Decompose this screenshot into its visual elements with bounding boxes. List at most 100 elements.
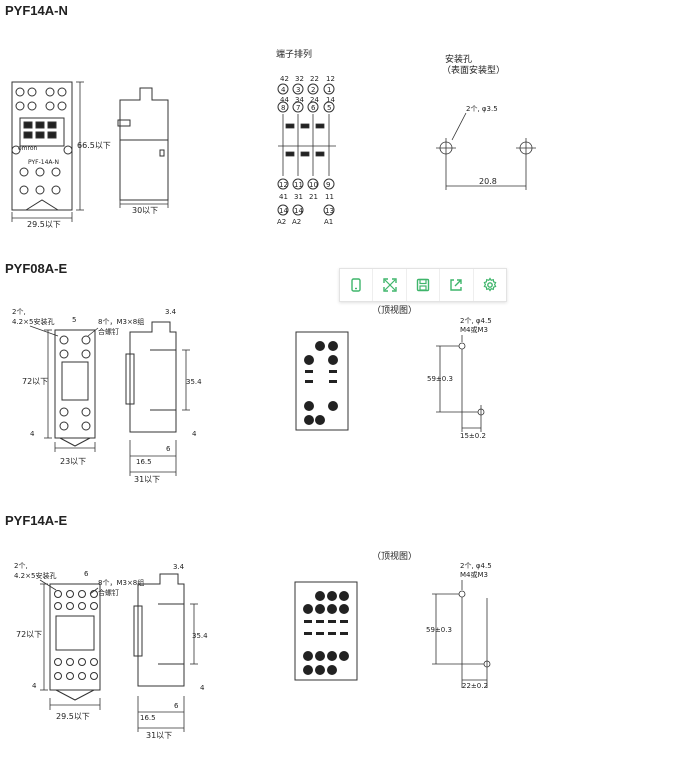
depth-dim-label: 30以下 (132, 206, 158, 215)
expand-icon-button[interactable] (373, 269, 407, 301)
svg-text:31: 31 (294, 193, 303, 201)
mount-hole-label2: M4或M3 (460, 570, 488, 579)
svg-text:1: 1 (342, 593, 346, 600)
svg-text:10: 10 (329, 653, 337, 660)
mount-hole-label1: 2个, φ4.5 (460, 562, 492, 570)
depth-dim-label: 31以下 (134, 475, 160, 484)
svg-text:6: 6 (330, 606, 334, 613)
dim-4a: 4 (30, 430, 35, 438)
floating-toolbar (339, 268, 507, 302)
svg-text:2: 2 (311, 86, 315, 94)
svg-text:11: 11 (317, 653, 325, 660)
dim-5: 5 (72, 316, 76, 324)
hole-note-line1: 2个, (12, 308, 26, 316)
svg-text:5: 5 (331, 357, 335, 364)
svg-text:11: 11 (294, 181, 303, 189)
mount-width-label: 15±0.2 (460, 432, 486, 440)
svg-text:1: 1 (327, 86, 331, 94)
depth-dim-label: 31以下 (146, 731, 172, 740)
dim-4b: 4 (192, 430, 197, 438)
height-dim-label: 72以下 (16, 630, 42, 639)
dim-16-5: 16.5 (140, 714, 156, 722)
phone-icon (351, 278, 361, 292)
mount-subheading: （表面安装型） (442, 64, 505, 76)
height-dim-label: 72以下 (22, 377, 48, 386)
svg-text:9: 9 (326, 181, 330, 189)
svg-text:A2: A2 (292, 218, 301, 226)
svg-text:11: 11 (325, 193, 334, 201)
expand-icon (382, 278, 397, 292)
svg-text:4: 4 (281, 86, 286, 94)
dim-16-5: 16.5 (136, 458, 152, 466)
brand-label: omron (18, 145, 38, 152)
top-terminal-row (15, 87, 67, 111)
width-dim-label: 23以下 (60, 457, 86, 466)
mount-hole-label2: M4或M3 (460, 325, 488, 334)
pyf14a-n-front-view (11, 81, 73, 211)
dim-6: 6 (84, 570, 89, 578)
svg-text:21: 21 (309, 193, 318, 201)
svg-text:1: 1 (331, 343, 335, 350)
mount-spacing-label: 20.8 (479, 177, 497, 186)
mount-height-label: 59±0.3 (427, 375, 453, 383)
svg-text:2: 2 (330, 593, 334, 600)
svg-text:A2: A2 (277, 218, 286, 226)
save-icon-button[interactable] (407, 269, 441, 301)
pyf14a-e-side-view (133, 573, 185, 687)
svg-text:3: 3 (318, 593, 322, 600)
mount-heading: 安装孔 (445, 53, 472, 65)
dim-4a: 4 (32, 682, 37, 690)
screw-note-line1: 8个，M3×8组 (98, 578, 144, 587)
pyf14a-n-side-view (117, 87, 169, 201)
mount-hole-drawing (436, 112, 536, 190)
dim-4b: 4 (200, 684, 205, 692)
width-dim-label: 29.5以下 (27, 220, 61, 229)
screw-note-line2: 合螺钉 (98, 327, 119, 336)
screw-note-line1: 8个，M3×8组 (98, 317, 144, 326)
mount-hole-label: 2个, φ3.5 (466, 105, 498, 113)
svg-text:42: 42 (280, 75, 289, 83)
svg-text:34: 34 (295, 96, 304, 104)
svg-text:32: 32 (295, 75, 304, 83)
gear-icon-button[interactable] (474, 269, 506, 301)
section-title-pyf14a-e: PYF14A-E (5, 513, 68, 528)
mount-hole-drawing-3 (432, 580, 491, 688)
svg-text:14: 14 (279, 207, 288, 215)
phone-icon-button[interactable] (340, 269, 374, 301)
svg-text:12: 12 (326, 75, 335, 83)
dim-6: 6 (166, 445, 171, 453)
mount-height-label: 59±0.3 (426, 626, 452, 634)
svg-text:8: 8 (307, 357, 311, 364)
svg-text:7: 7 (318, 606, 322, 613)
top-view-heading: （顶视图） (372, 304, 417, 316)
svg-text:4: 4 (318, 343, 322, 350)
hole-note-line2: 4.2×5安装孔 (14, 571, 56, 580)
share-icon (450, 279, 463, 291)
share-icon-button[interactable] (440, 269, 474, 301)
svg-text:13: 13 (329, 667, 337, 674)
gear-icon (483, 277, 497, 292)
svg-text:5: 5 (327, 104, 331, 112)
section-title-pyf08a-e: PYF08A-E (5, 261, 68, 276)
dim-3-4: 3.4 (165, 308, 177, 316)
svg-text:5: 5 (342, 606, 346, 613)
dim-6b: 6 (174, 702, 179, 710)
dim-35-4: 35.4 (192, 632, 208, 640)
svg-text:14: 14 (306, 417, 314, 424)
svg-text:8: 8 (281, 104, 285, 112)
svg-text:9: 9 (342, 653, 346, 660)
mount-hole-label1: 2个, φ4.5 (460, 317, 492, 325)
hole-note-line1: 2个, (14, 562, 28, 570)
screw-note-line2: 合螺钉 (98, 588, 119, 597)
svg-text:7: 7 (296, 104, 300, 112)
dim-35-4: 35.4 (186, 378, 202, 386)
svg-text:3: 3 (296, 86, 300, 94)
svg-text:24: 24 (310, 96, 319, 104)
svg-text:A1: A1 (324, 218, 333, 226)
svg-text:14: 14 (305, 667, 313, 674)
top-view-heading: （顶视图） (372, 550, 417, 562)
svg-text:8: 8 (306, 606, 310, 613)
